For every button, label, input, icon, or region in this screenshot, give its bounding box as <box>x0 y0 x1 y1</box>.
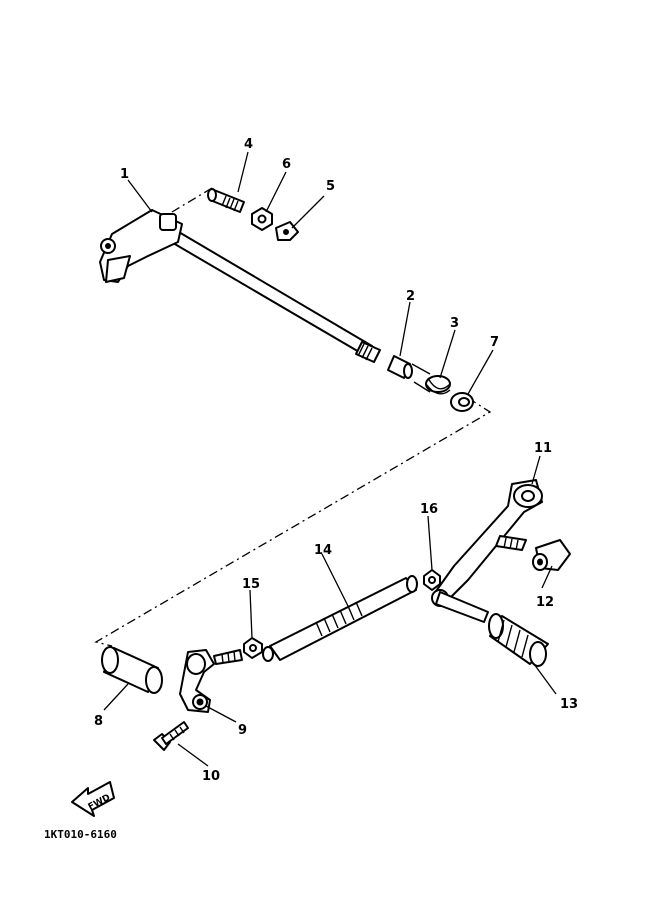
callout-13: 13 <box>560 697 578 712</box>
callout-6: 6 <box>282 157 291 172</box>
callout-7: 7 <box>490 335 499 350</box>
nut <box>243 637 263 659</box>
callout-4: 4 <box>244 137 253 152</box>
fwd-arrow-icon: FWD <box>71 781 115 817</box>
callout-9: 9 <box>238 723 247 738</box>
torsion-spring <box>411 363 451 395</box>
callout-3: 3 <box>450 316 459 331</box>
callout-5: 5 <box>326 179 335 194</box>
callout-1: 1 <box>120 167 129 182</box>
shift-rod <box>262 575 418 662</box>
callout-10: 10 <box>202 769 220 784</box>
diagram-code: 1KT010-6160 <box>44 828 117 841</box>
cover-sleeve <box>101 646 163 694</box>
pedal-rubber <box>488 613 549 667</box>
shift-shaft <box>99 209 381 363</box>
rod-end <box>179 649 243 713</box>
assembly-guide-line <box>94 187 492 647</box>
collar <box>387 355 413 379</box>
bolt <box>153 721 189 751</box>
callout-8: 8 <box>94 714 103 729</box>
callout-14: 14 <box>314 543 332 558</box>
rod-end-joint <box>532 539 571 571</box>
lock-washer <box>275 221 299 241</box>
nut <box>251 207 273 231</box>
oil-seal <box>450 392 474 412</box>
nut <box>423 569 441 591</box>
callout-12: 12 <box>536 595 554 610</box>
shift-pedal <box>431 479 543 623</box>
callout-2: 2 <box>406 289 415 304</box>
stud-bolt <box>207 188 245 213</box>
callout-15: 15 <box>242 577 260 592</box>
callout-11: 11 <box>534 441 552 456</box>
leader-lines <box>103 151 557 767</box>
callout-16: 16 <box>420 502 438 517</box>
